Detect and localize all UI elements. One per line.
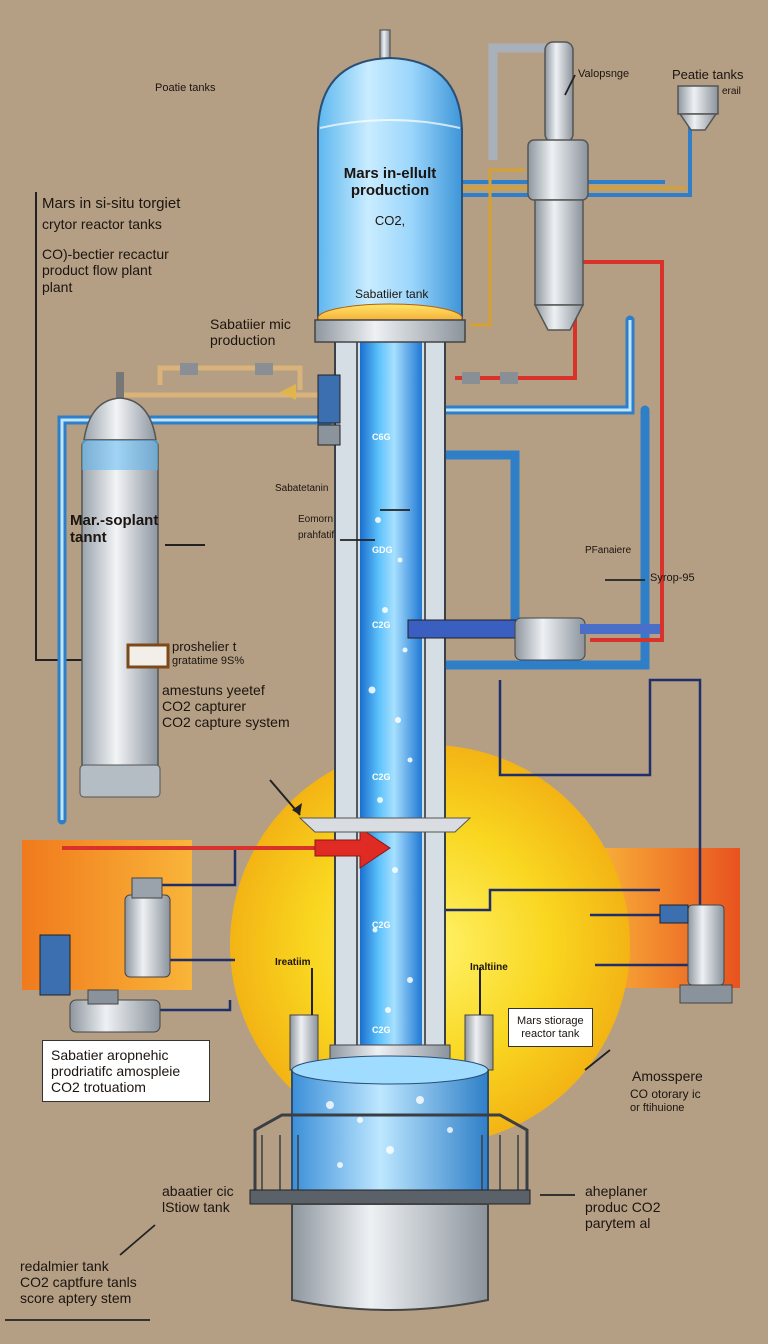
left-title: Mars in si-situ torgiet (42, 195, 181, 212)
left-line-2: CO)-bectier recactur (42, 246, 169, 263)
cylinder-label: Mar.-soplant tannt (70, 512, 158, 547)
capture-line-2: gratatime 9S% (172, 654, 245, 667)
column-label-6: C2G (372, 1025, 391, 1035)
sabatier-line-2: production (210, 332, 276, 349)
label-sabatetan: Sabatetanin (275, 483, 329, 494)
label-eomorn: Eomorn (298, 514, 334, 525)
column-label-3: C2G (372, 620, 391, 630)
column-label-1: C6G (372, 432, 391, 442)
storage-line-1: Mars stiorage (517, 1015, 584, 1027)
box-line-2: prodriatifc amospleie (51, 1063, 181, 1080)
sabatier-line-1: Sabatiier mic (210, 316, 291, 332)
atmosphere-label-2: CO otorary ic or ftihuione (630, 1087, 701, 1114)
water-column (360, 335, 422, 1055)
left-cylinder-tank (79, 372, 170, 798)
box-line-3: CO2 trotuatiom (51, 1079, 146, 1096)
bottom-center-label: abaatier cic lStiow tank (162, 1183, 234, 1215)
label-prahfatif: prahfatif (298, 530, 335, 541)
column-label-2: GDG (372, 545, 393, 555)
label-top-right-title: Peatie tanks (672, 67, 744, 82)
tank-line-3: CO2, (374, 212, 406, 228)
label-heat-right: Inaltiine (470, 962, 508, 973)
cyclone-separator (527, 41, 589, 331)
bottom-right-label: aheplaner produc CO2 parytem al (585, 1183, 660, 1231)
tank-line-4: Sabatiier tank (355, 287, 429, 301)
capture-line-3: amestuns yeetef (162, 682, 265, 698)
bottom-center-line-2: lStiow tank (162, 1199, 230, 1216)
funnel-top-right (677, 85, 719, 131)
bottom-right-line-1: aheplaner (585, 1183, 648, 1199)
thin-lines (150, 678, 702, 1012)
tank-line-1: Mars in-ellult (343, 165, 437, 182)
capture-line-1: proshelier t (172, 639, 237, 654)
bottom-right-line-3: parytem al (585, 1215, 651, 1232)
cylinder-line-2: tannt (70, 529, 107, 547)
left-line-1: crytor reactor tanks (42, 216, 162, 233)
bottom-left-line-3: score aptery stem (20, 1290, 132, 1307)
capture-label-2: amestuns yeetef CO2 capturer CO2 capture… (162, 682, 290, 730)
column-label-4: C2G (372, 772, 391, 782)
storage-line-2: reactor tank (521, 1027, 580, 1040)
left-description: Mars in si-situ torgiet crytor reactor t… (42, 195, 180, 295)
cylinder-line-1: Mar.-soplant (70, 512, 159, 529)
label-syrop: Syrop-95 (650, 572, 695, 584)
capture-label: proshelier t gratatime 9S% (172, 639, 245, 668)
base-storage-tank (249, 1044, 531, 1311)
bottom-left-line-1: redalmier tank (20, 1258, 109, 1274)
blue-pipe-highlights (60, 320, 632, 820)
left-line-3: product flow plant (42, 262, 152, 279)
tank-line-2: production (350, 182, 430, 200)
left-line-4: plant (42, 278, 73, 295)
bottom-center-line-1: abaatier cic (162, 1183, 234, 1199)
label-heat-left: Ireatiim (275, 957, 311, 968)
top-sabatier-tank (314, 29, 466, 343)
bottom-left-label: redalmier tank CO2 captfure tanls score … (20, 1258, 137, 1306)
mid-pump (407, 617, 660, 661)
atm-line-2: CO otorary ic (630, 1087, 701, 1101)
label-top-right-sub: erail (722, 86, 741, 97)
co2-inlet-arrow (298, 817, 472, 869)
bottom-right-line-2: produc CO2 (585, 1199, 661, 1216)
gray-pipes (488, 43, 555, 160)
brass-pipes (120, 365, 330, 398)
atm-line-1: Amosspere (632, 1068, 703, 1084)
atmosphere-label: Amosspere (632, 1068, 703, 1084)
sabatier-label: Sabatiier mic production (210, 316, 291, 348)
column-label-5: C2G (372, 920, 391, 930)
bottom-left-line-2: CO2 captfure tanls (20, 1274, 137, 1291)
label-valve: Valopsnge (578, 68, 630, 80)
sabatier-callout-box: Sabatier aropnehic prodriatifc amospleie… (42, 1040, 210, 1103)
storage-callout: Mars stiorage reactor tank (508, 1008, 593, 1048)
label-top-small: Poatie tanks (155, 82, 216, 94)
right-pump-assembly (659, 904, 733, 1004)
tank-label: Mars in-ellult production CO2, (330, 165, 450, 228)
label-pfanaiere: PFanaiere (585, 545, 632, 556)
left-pump-assembly (39, 877, 171, 1033)
capture-line-4: CO2 capturer (162, 698, 247, 715)
capture-line-5: CO2 capture system (162, 714, 290, 731)
box-line-1: Sabatier aropnehic (51, 1047, 169, 1063)
atm-line-3: or ftihuione (630, 1101, 685, 1114)
bubbles (368, 517, 413, 1013)
